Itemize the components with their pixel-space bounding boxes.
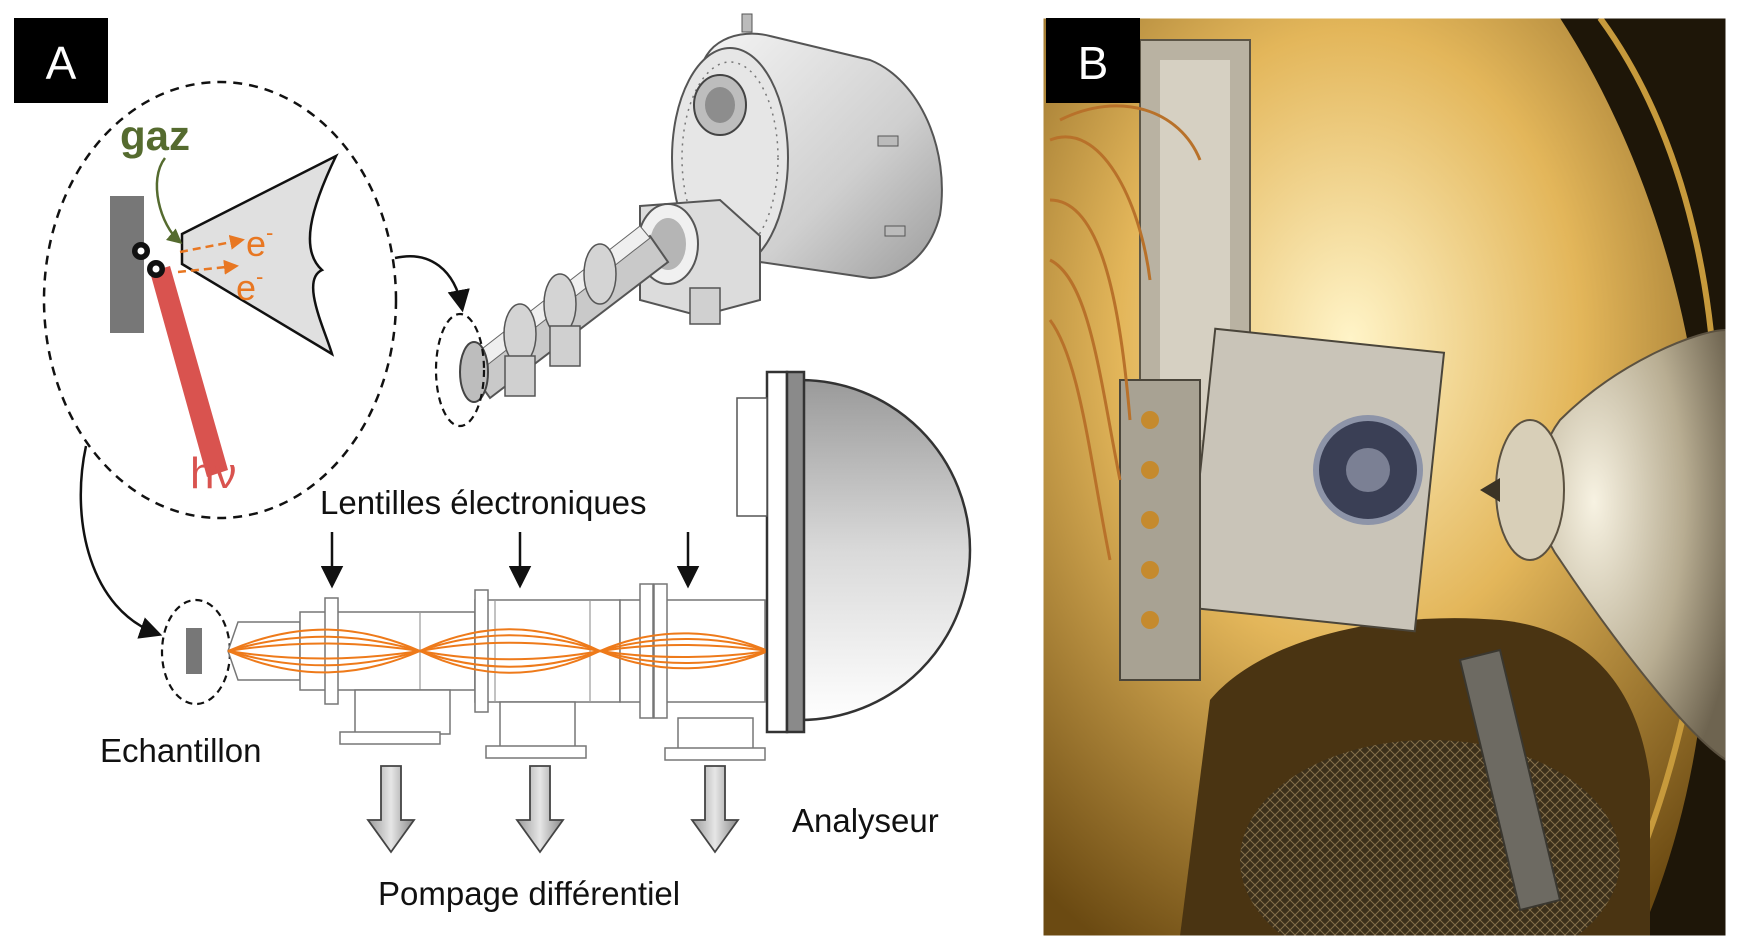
photo-frame — [1042, 17, 1727, 937]
inset-ellipse — [42, 80, 398, 520]
pumping-label: Pompage différentiel — [378, 875, 680, 912]
sample-icon — [186, 628, 202, 674]
analyzer-plate-outer — [765, 370, 789, 734]
panel-a-badge — [14, 18, 108, 103]
electron-arrow-2 — [177, 259, 239, 275]
analyzer-hemisphere — [798, 378, 972, 722]
connector-arrow-to-3d — [394, 255, 470, 313]
sample-tip-highlight — [434, 312, 486, 428]
connector-arrow-to-sample — [79, 445, 163, 639]
instrument-3d-render — [434, 13, 943, 428]
electron-label-1: e- — [246, 220, 273, 264]
panel-b-letter: B — [1078, 37, 1109, 89]
panel-b-badge — [1046, 18, 1140, 103]
inset-analyzer-cone — [180, 153, 339, 357]
pump-arrow-1 — [366, 765, 416, 854]
panel-b: B — [1042, 17, 1727, 937]
gas-arrow — [155, 157, 183, 244]
analyzer-side-window — [736, 397, 768, 517]
analyzer-label: Analyseur — [792, 802, 939, 839]
pump-arrow-3 — [690, 765, 740, 854]
panel-a: A gaz e- e- hν — [14, 13, 972, 912]
photon-beam — [150, 266, 228, 477]
pump-arrow-2 — [515, 765, 565, 854]
molecule-icon — [132, 242, 165, 278]
apparatus-photo — [1043, 18, 1726, 936]
analyzer-plate-inner — [785, 370, 806, 734]
electron-trajectories — [227, 628, 769, 674]
lenses-label: Lentilles électroniques — [320, 484, 647, 521]
panel-a-letter: A — [46, 37, 77, 89]
photon-label: hν — [190, 449, 236, 498]
gas-label: gaz — [120, 112, 190, 159]
electron-arrow-1 — [179, 234, 245, 254]
sample-plate — [110, 196, 144, 333]
electron-label-2: e- — [236, 264, 263, 308]
pumping-arrows — [366, 765, 740, 854]
sample-label: Echantillon — [100, 732, 261, 769]
schematic: Lentilles électroniques Echantillon Pomp… — [100, 370, 972, 912]
